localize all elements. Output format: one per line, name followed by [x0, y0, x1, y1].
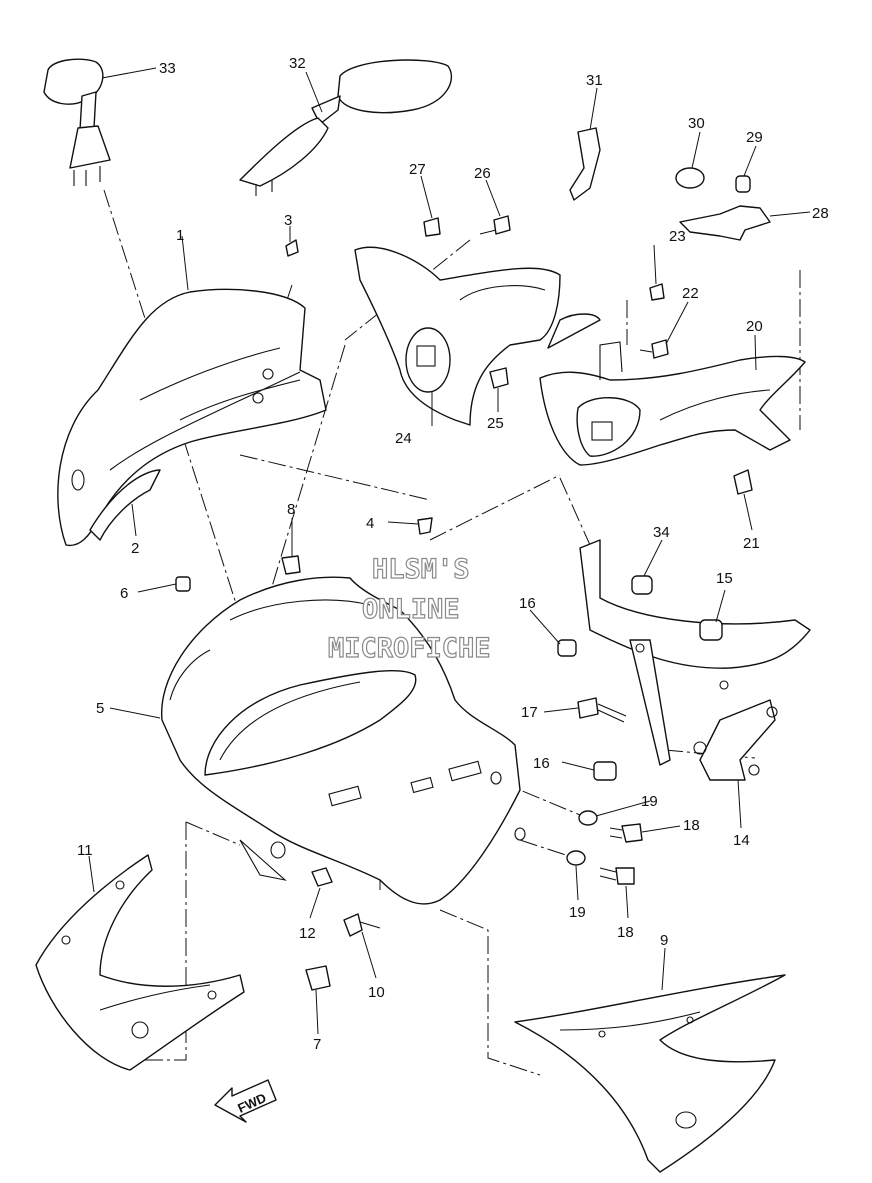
- callout-22: 22: [682, 285, 699, 302]
- callout-34: 34: [653, 524, 670, 541]
- windscreen-part-1: [57, 288, 327, 547]
- callout-11: 11: [77, 842, 93, 859]
- callout-leaders: [88, 67, 811, 1035]
- fairing-stay-part-14: [579, 539, 811, 781]
- callout-18a: 18: [683, 817, 700, 834]
- callout-19a: 19: [641, 793, 658, 810]
- callout-10: 10: [368, 984, 385, 1001]
- callout-18b: 18: [617, 924, 634, 941]
- callout-6: 6: [120, 585, 128, 602]
- callout-8: 8: [287, 501, 295, 518]
- callout-numbers: 1 2 3 4 5 6 7 8 9 10 11 12 14 15 16 16 1…: [77, 55, 829, 1053]
- watermark: HLSM'S ONLINE MICROFICHE: [327, 553, 491, 664]
- callout-20: 20: [746, 318, 763, 335]
- callout-16a: 16: [519, 595, 536, 612]
- callout-16b: 16: [533, 755, 550, 772]
- mirror-left-part-33: [43, 58, 111, 186]
- callout-29: 29: [746, 129, 763, 146]
- inner-panel-left-part-24: [354, 246, 601, 426]
- callout-28: 28: [812, 205, 829, 222]
- callout-19b: 19: [569, 904, 586, 921]
- callout-12: 12: [299, 925, 316, 942]
- inner-panel-right-part-20: [539, 341, 806, 466]
- fwd-arrow-icon: FWD: [214, 1079, 277, 1123]
- windscreen-trim-part-2: [89, 469, 161, 541]
- mirror-right-part-32: [239, 59, 453, 196]
- watermark-line-3: MICROFICHE: [328, 633, 491, 664]
- hardware-parts: [175, 127, 771, 991]
- callout-14: 14: [733, 832, 750, 849]
- callout-15: 15: [716, 570, 733, 587]
- callout-32: 32: [289, 55, 306, 72]
- callout-17: 17: [521, 704, 538, 721]
- callout-4: 4: [366, 515, 374, 532]
- callout-9: 9: [660, 932, 668, 949]
- callout-2: 2: [131, 540, 139, 557]
- callout-33: 33: [159, 60, 176, 77]
- callout-7: 7: [313, 1036, 321, 1053]
- upper-fairing-part-5: [161, 576, 526, 905]
- callout-24: 24: [395, 430, 412, 447]
- watermark-line-1: HLSM'S: [372, 554, 470, 585]
- callout-1: 1: [176, 227, 184, 244]
- callout-26: 26: [474, 165, 491, 182]
- callout-31: 31: [586, 72, 603, 89]
- callout-27: 27: [409, 161, 426, 178]
- callout-5: 5: [96, 700, 104, 717]
- callout-23: 23: [669, 228, 686, 245]
- side-cowl-left-part-11: [35, 854, 245, 1071]
- callout-21: 21: [743, 535, 760, 552]
- callout-30: 30: [688, 115, 705, 132]
- callout-3: 3: [284, 212, 292, 229]
- watermark-line-2: ONLINE: [362, 594, 460, 625]
- callout-25: 25: [487, 415, 504, 432]
- side-cowl-right-part-9: [514, 974, 786, 1173]
